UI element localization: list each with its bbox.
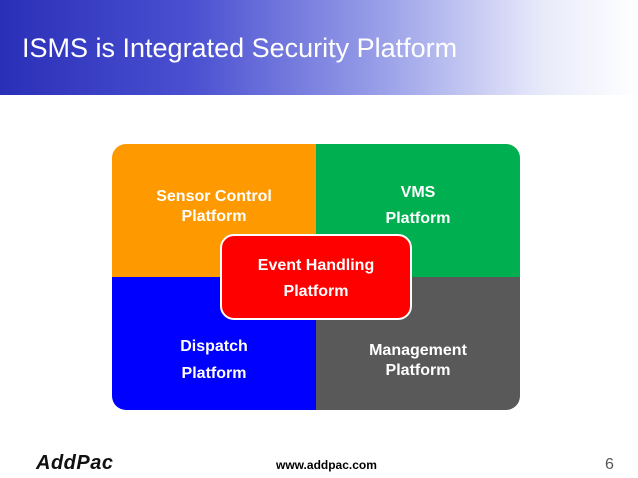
sensor-control-label-line1: Sensor Control [156, 188, 272, 205]
management-platform-box: Management Platform [316, 277, 520, 410]
event-handling-platform-box: Event Handling Platform [220, 234, 412, 320]
vms-platform-box: VMS Platform [316, 144, 520, 277]
event-handling-label-line1: Event Handling [257, 257, 375, 274]
sensor-control-label-line2: Platform [181, 208, 247, 225]
page-number: 6 [605, 456, 614, 473]
management-label-line1: Management [369, 342, 467, 359]
event-handling-label-line2: Platform [283, 283, 349, 300]
vms-label-line2: Platform [385, 210, 451, 227]
management-label-line2: Platform [385, 362, 451, 379]
sensor-control-platform-box: Sensor Control Platform [112, 144, 316, 277]
dispatch-label-line1: Dispatch [180, 338, 248, 355]
vms-label-line1: VMS [400, 184, 436, 201]
addpac-logo: AddPac [36, 452, 114, 474]
footer-url: www.addpac.com [276, 458, 377, 472]
title-banner: ISMS is Integrated Security Platform [0, 0, 638, 95]
dispatch-label-line2: Platform [181, 365, 247, 382]
slide-title: ISMS is Integrated Security Platform [22, 33, 458, 63]
